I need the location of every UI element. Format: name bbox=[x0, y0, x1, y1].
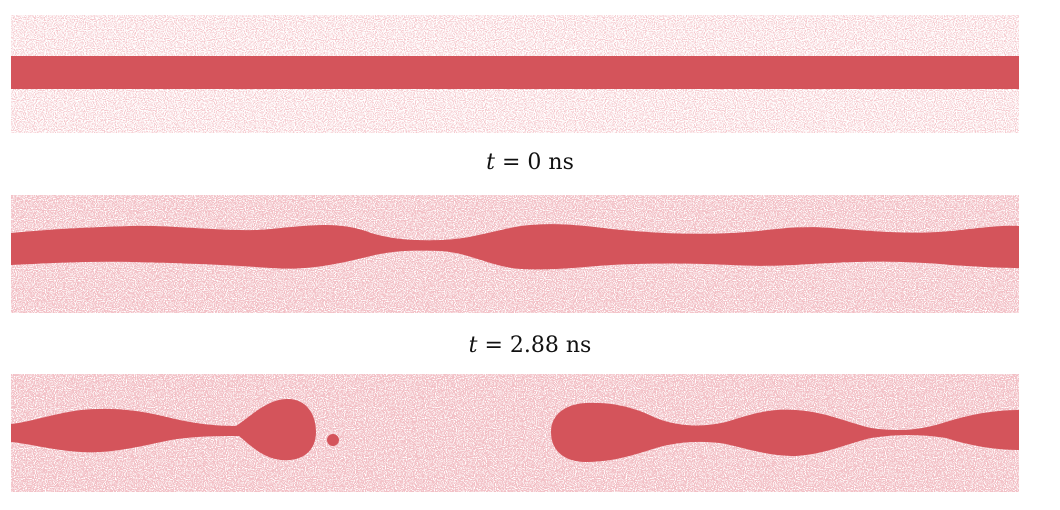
snapshot-t288 bbox=[11, 195, 1019, 313]
time-value: = 2.88 ns bbox=[477, 333, 592, 358]
time-label-t288: t = 2.88 ns bbox=[0, 334, 1060, 358]
snapshot-t0 bbox=[11, 15, 1019, 133]
liquid-thread-perturbed bbox=[11, 224, 1019, 270]
time-variable: t bbox=[486, 150, 495, 175]
satellite-droplet bbox=[327, 434, 339, 446]
snapshot-breakup-image bbox=[11, 374, 1019, 492]
snapshot-breakup bbox=[11, 374, 1019, 492]
time-variable: t bbox=[468, 333, 478, 358]
time-value: = 0 ns bbox=[494, 150, 574, 175]
liquid-segment-left bbox=[11, 398, 316, 461]
liquid-thread bbox=[11, 56, 1019, 89]
snapshot-t0-image bbox=[11, 15, 1019, 133]
snapshot-t288-image bbox=[11, 195, 1019, 313]
time-label-t0: t = 0 ns bbox=[0, 151, 1060, 175]
liquid-segment-right bbox=[551, 402, 1019, 462]
